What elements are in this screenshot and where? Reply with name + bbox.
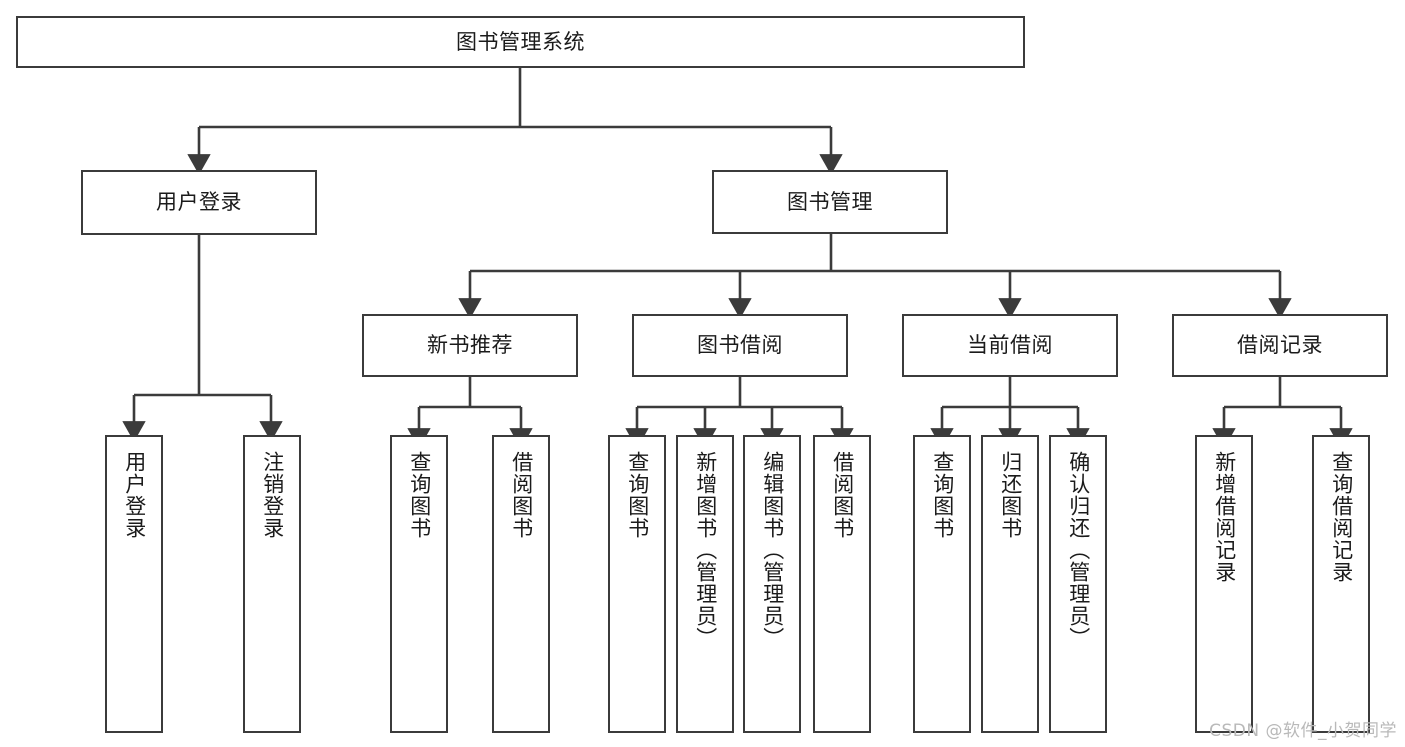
node-label: 确认归还（管理员） [1066, 451, 1091, 649]
node-root-system[interactable]: 图书管理系统 [16, 16, 1025, 68]
node-label: 查询图书 [930, 451, 955, 539]
node-new-book-recommend[interactable]: 新书推荐 [362, 314, 578, 377]
node-label: 查询借阅记录 [1329, 451, 1354, 583]
leaf-current-confirm-return-admin[interactable]: 确认归还（管理员） [1049, 435, 1107, 733]
node-label: 新书推荐 [427, 333, 513, 358]
node-label: 借阅图书 [830, 451, 855, 539]
leaf-borrow-borrow-book[interactable]: 借阅图书 [813, 435, 871, 733]
node-label: 编辑图书（管理员） [760, 451, 785, 649]
csdn-watermark: CSDN @软件_小贺同学 [1209, 721, 1397, 741]
node-book-management[interactable]: 图书管理 [712, 170, 948, 234]
leaf-record-query[interactable]: 查询借阅记录 [1312, 435, 1370, 733]
leaf-new-book-borrow[interactable]: 借阅图书 [492, 435, 550, 733]
node-label: 借阅图书 [509, 451, 534, 539]
node-label: 查询图书 [407, 451, 432, 539]
node-label: 用户登录 [122, 451, 147, 539]
node-label: 图书借阅 [697, 333, 783, 358]
leaf-current-return-book[interactable]: 归还图书 [981, 435, 1039, 733]
node-label: 查询图书 [625, 451, 650, 539]
node-user-login[interactable]: 用户登录 [81, 170, 317, 235]
node-label: 新增图书（管理员） [693, 451, 718, 649]
node-label: 当前借阅 [967, 333, 1053, 358]
node-label: 新增借阅记录 [1212, 451, 1237, 583]
node-label: 借阅记录 [1237, 333, 1323, 358]
leaf-user-login-signin[interactable]: 用户登录 [105, 435, 163, 733]
leaf-borrow-edit-book-admin[interactable]: 编辑图书（管理员） [743, 435, 801, 733]
node-borrow-record[interactable]: 借阅记录 [1172, 314, 1388, 377]
node-current-borrow[interactable]: 当前借阅 [902, 314, 1118, 377]
node-book-borrow[interactable]: 图书借阅 [632, 314, 848, 377]
node-label: 图书管理 [787, 189, 873, 214]
leaf-current-query-book[interactable]: 查询图书 [913, 435, 971, 733]
leaf-borrow-query-book[interactable]: 查询图书 [608, 435, 666, 733]
leaf-user-login-signout[interactable]: 注销登录 [243, 435, 301, 733]
node-label: 归还图书 [998, 451, 1023, 539]
node-label: 注销登录 [260, 451, 285, 539]
leaf-record-add[interactable]: 新增借阅记录 [1195, 435, 1253, 733]
node-label: 图书管理系统 [456, 29, 585, 54]
leaf-new-book-query[interactable]: 查询图书 [390, 435, 448, 733]
node-label: 用户登录 [156, 190, 242, 215]
leaf-borrow-add-book-admin[interactable]: 新增图书（管理员） [676, 435, 734, 733]
